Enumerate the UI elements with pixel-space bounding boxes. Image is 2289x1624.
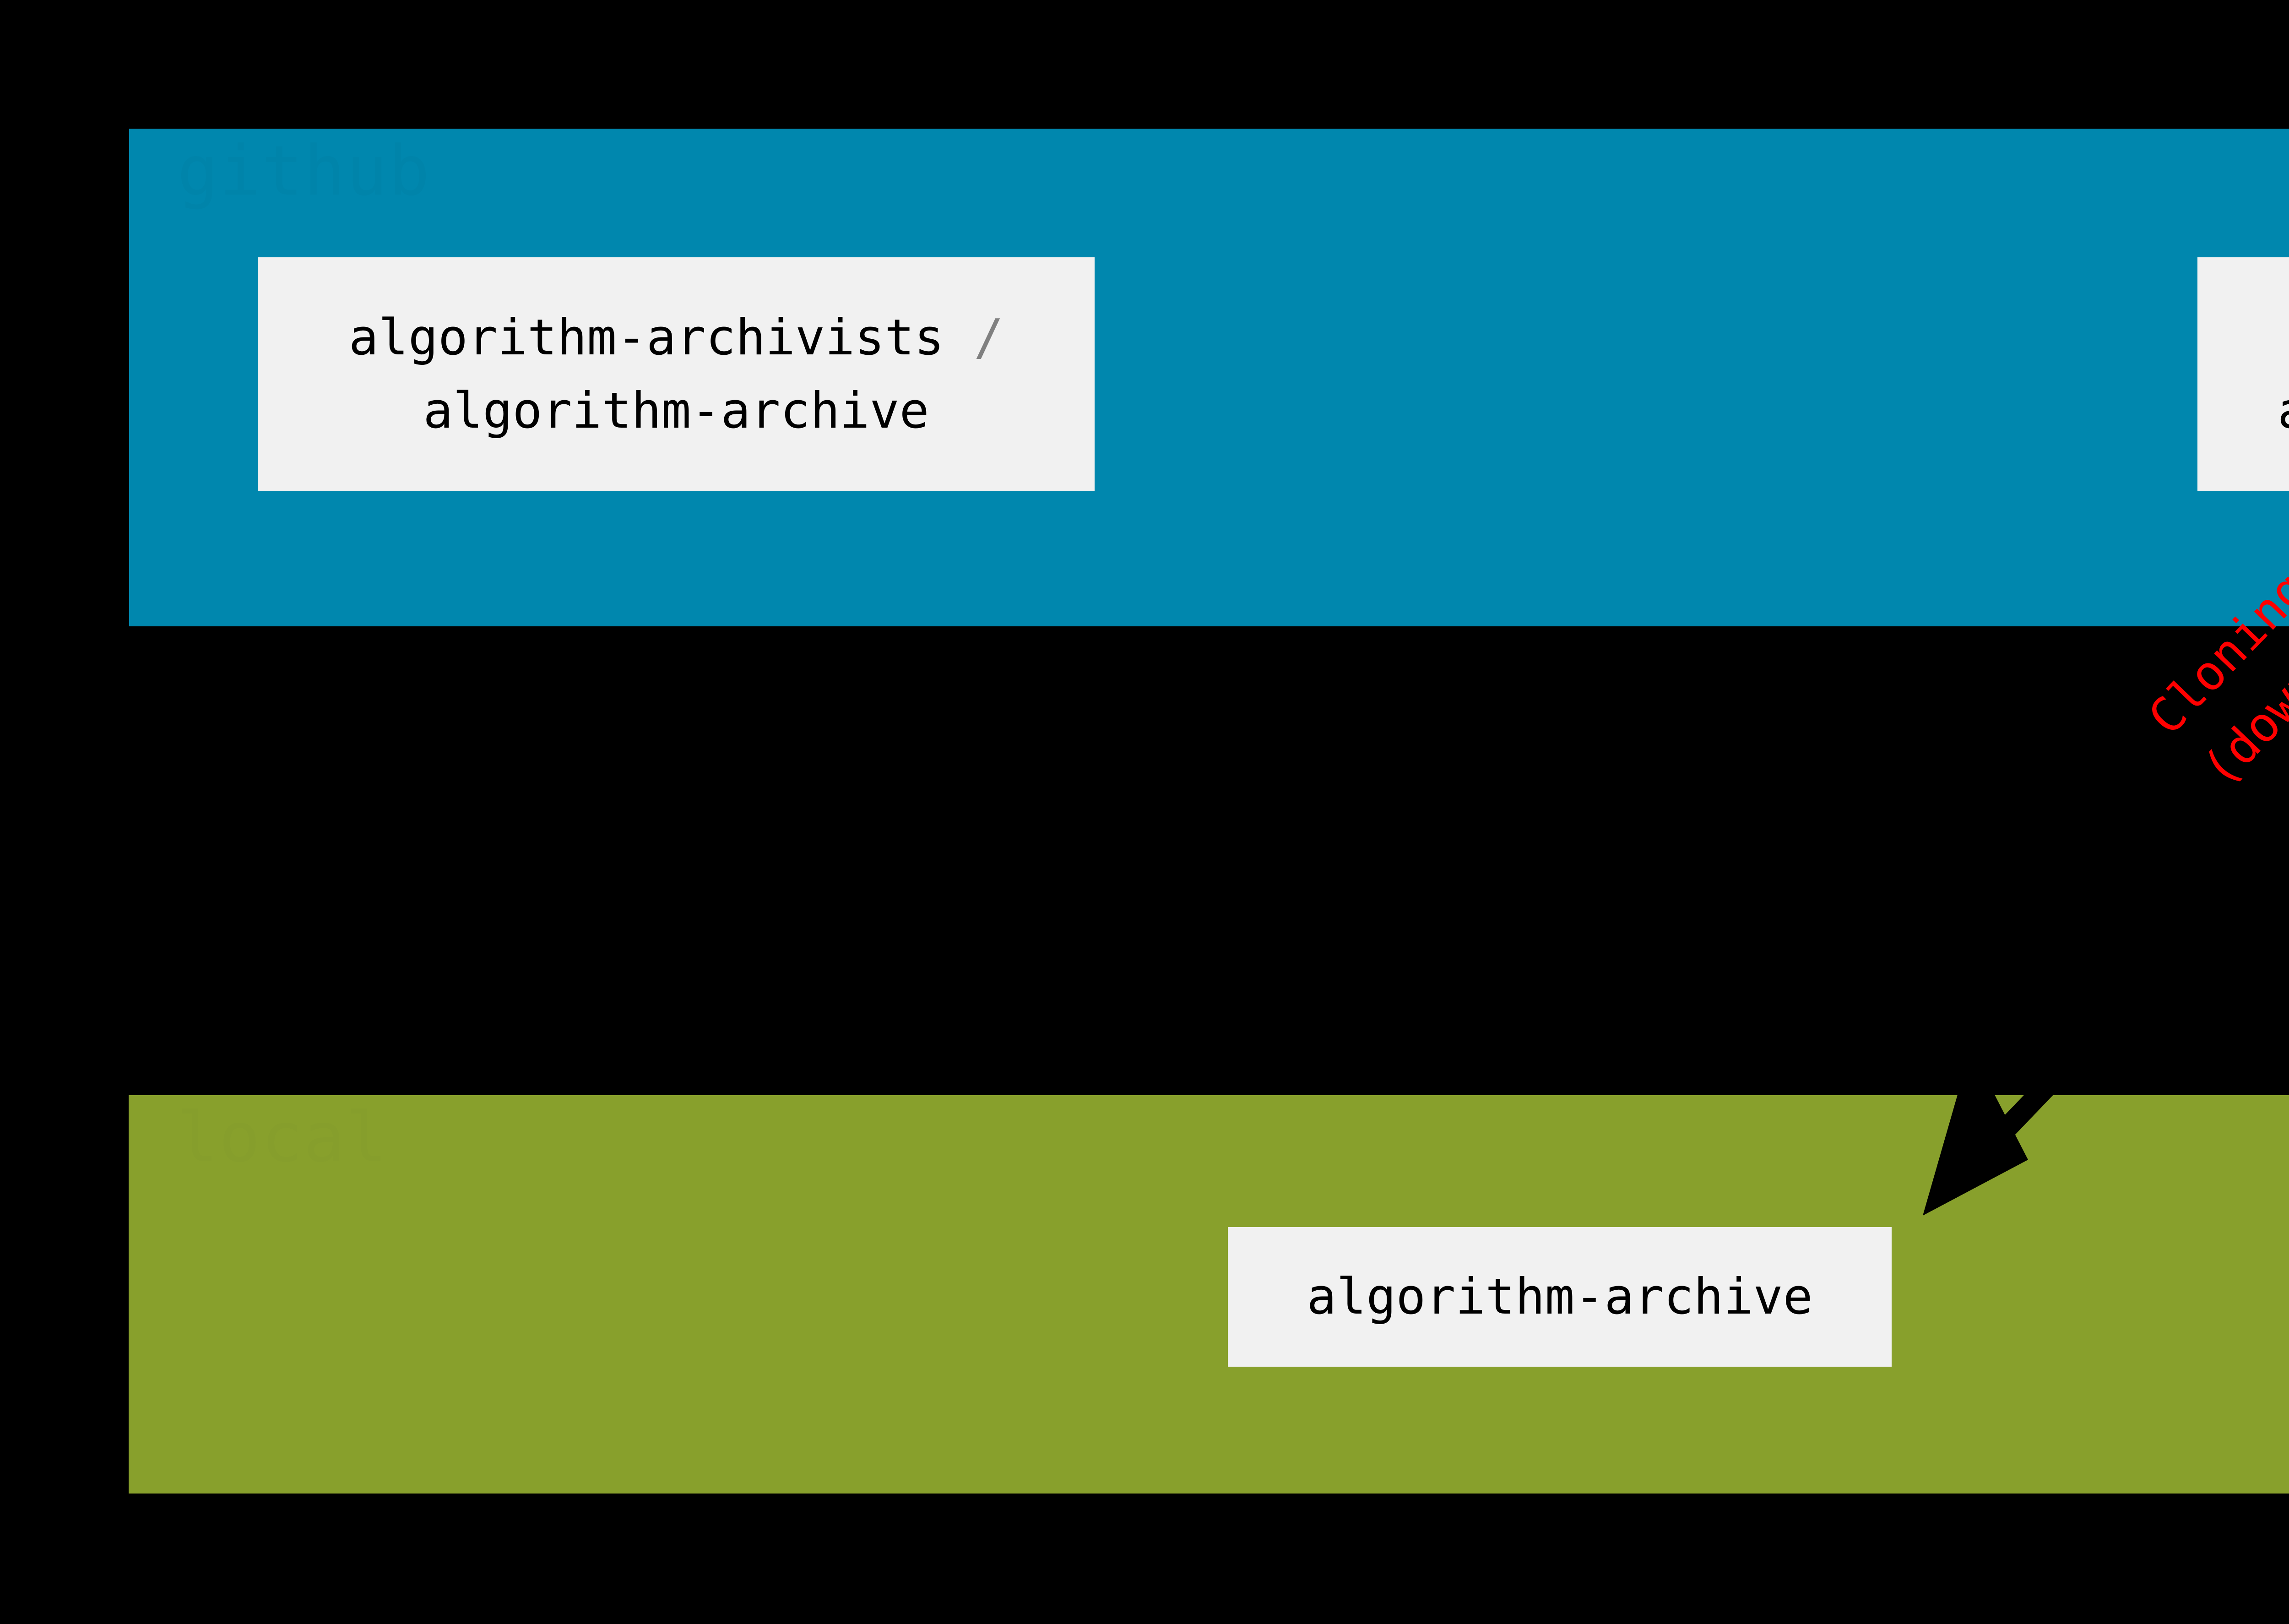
local-region-caption: local	[177, 1098, 388, 1178]
local-repo-node[interactable]: algorithm-archive	[1228, 1227, 1892, 1367]
upstream-repo-separator-icon: /	[974, 309, 1004, 366]
upstream-repo-owner-line: algorithm-archivists /	[349, 301, 1004, 375]
remote-region-caption: github	[177, 131, 431, 211]
fork-repo-name: algorithm-archive	[2278, 375, 2289, 448]
upstream-repo-node[interactable]: algorithm-archivists / algorithm-archive	[258, 257, 1095, 491]
upstream-repo-owner: algorithm-archivists	[348, 309, 944, 366]
upstream-repo-name: algorithm-archive	[423, 382, 929, 440]
local-repo-name: algorithm-archive	[1307, 1268, 1813, 1325]
fork-repo-node[interactable]: your-name / algorithm-archive	[2197, 257, 2289, 491]
local-region-panel: local	[129, 1095, 2289, 1494]
